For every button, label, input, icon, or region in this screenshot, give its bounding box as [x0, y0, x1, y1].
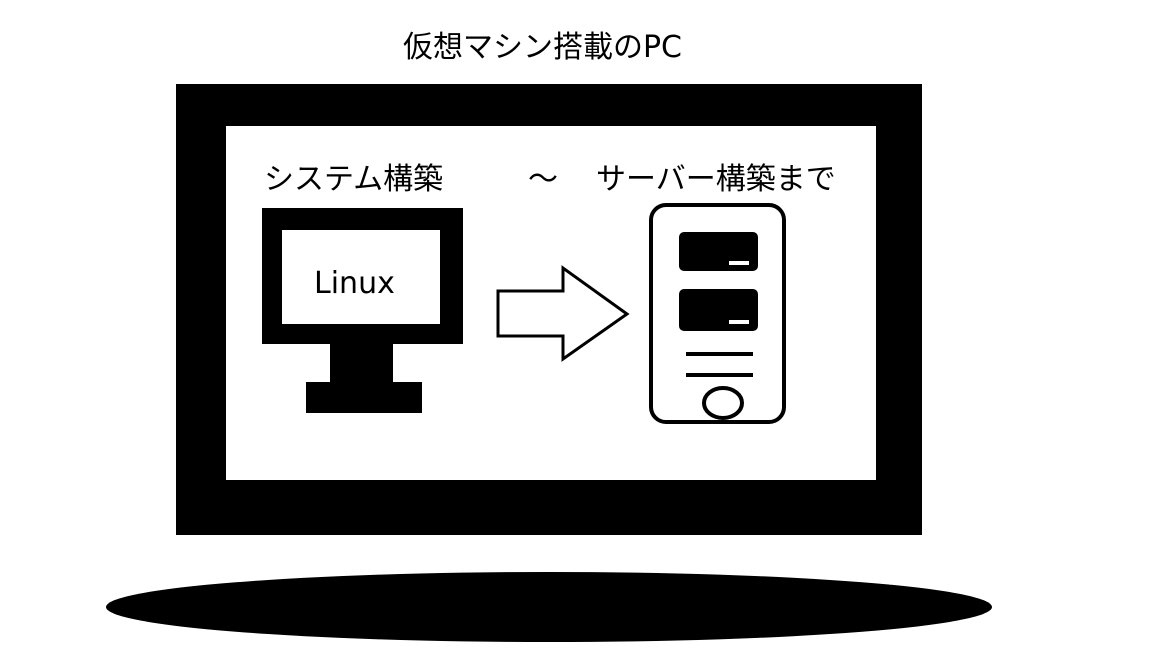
range-separator: ～	[528, 162, 558, 197]
system-build-label: システム構築	[264, 162, 444, 197]
diagram-title: 仮想マシン搭載のPC	[402, 30, 683, 65]
server-drive-bottom-led	[729, 320, 749, 324]
server-icon	[649, 203, 786, 424]
server-drive-bottom	[679, 289, 758, 331]
server-build-label: サーバー構築まで	[596, 162, 836, 197]
monitor-stand-base	[306, 382, 422, 413]
monitor-icon	[262, 208, 463, 344]
server-drive-top-led	[729, 261, 749, 265]
pc-shadow	[106, 572, 992, 642]
server-drive-top	[679, 232, 758, 271]
linux-label: Linux	[314, 266, 395, 301]
monitor-stand-neck	[330, 344, 393, 383]
server-power-button	[702, 386, 744, 420]
arrow-right-icon	[496, 265, 630, 362]
monitor-screen	[282, 230, 440, 324]
